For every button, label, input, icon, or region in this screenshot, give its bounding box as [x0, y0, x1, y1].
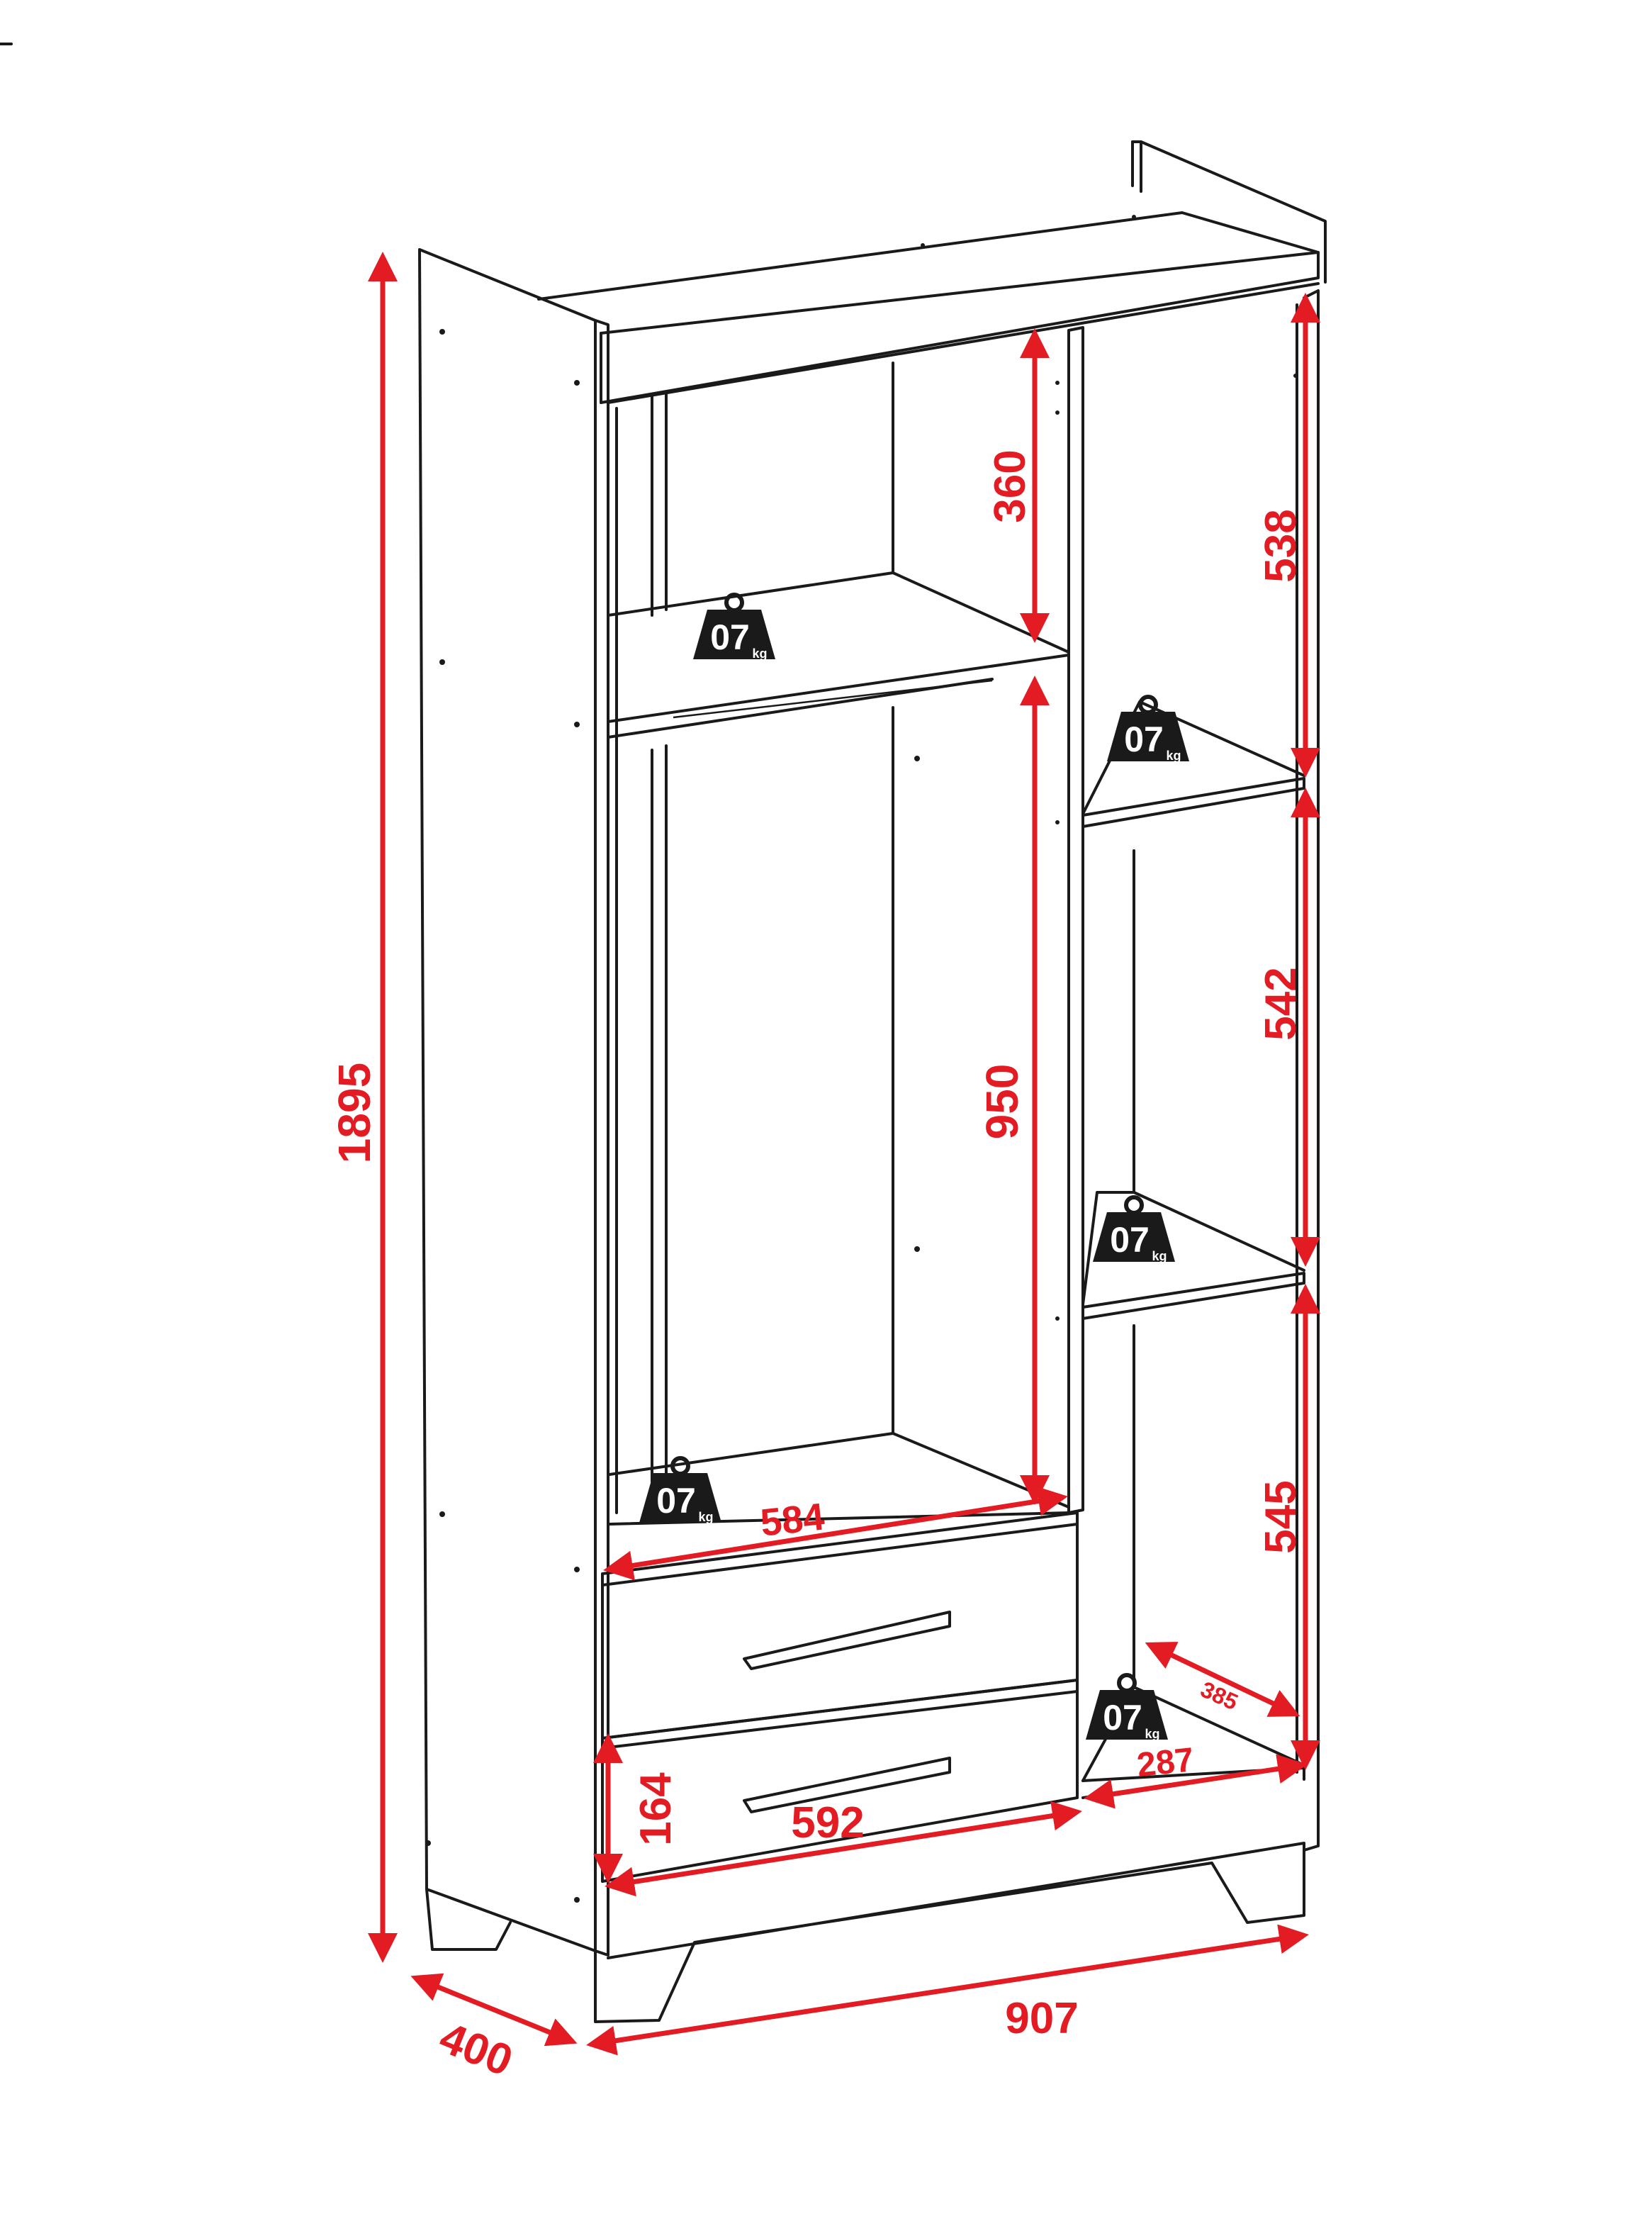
hardware-holes — [425, 215, 1298, 1903]
label-inner-width: 584 — [758, 1496, 826, 1545]
svg-text:kg: kg — [752, 647, 767, 661]
label-drawer-width: 592 — [791, 1798, 864, 1847]
load-badge-right-bottom: 07 kg — [1086, 1675, 1168, 1741]
svg-text:07: 07 — [656, 1481, 696, 1521]
label-right-shelf-depth: 385 — [1197, 1677, 1242, 1716]
label-right-top: 538 — [1257, 509, 1305, 582]
label-right-middle: 542 — [1257, 967, 1305, 1040]
svg-text:kg: kg — [1152, 1249, 1167, 1263]
label-drawer-height: 164 — [631, 1772, 680, 1846]
label-total-height: 1895 — [329, 1063, 380, 1163]
load-badge-top-left: 07 kg — [693, 595, 775, 661]
dim-line-inner-width — [603, 1486, 1068, 1581]
svg-text:07: 07 — [710, 617, 750, 657]
dim-line-depth — [410, 1973, 578, 2047]
dim-line-drawer-width — [605, 1801, 1082, 1897]
svg-text:kg: kg — [698, 1510, 713, 1524]
dim-line-right-shelf-width — [1084, 1754, 1308, 1809]
label-depth: 400 — [433, 2013, 519, 2086]
label-right-shelf-width: 287 — [1135, 1741, 1196, 1784]
svg-text:kg: kg — [1166, 749, 1181, 763]
dim-line-right-shelf-depth — [1145, 1642, 1300, 1717]
dimension-lines: 1895 360 950 538 542 545 584 592 164 287… — [329, 252, 1320, 2086]
label-total-width: 907 — [1005, 1994, 1078, 2043]
svg-text:07: 07 — [1110, 1220, 1150, 1260]
wardrobe-outline — [418, 140, 1327, 2023]
label-top-left: 360 — [986, 449, 1035, 522]
label-right-bottom: 545 — [1257, 1480, 1305, 1553]
load-badge-right-middle: 07 kg — [1093, 1197, 1175, 1263]
load-badge-right-top: 07 kg — [1107, 697, 1189, 763]
dim-line-total-width — [586, 1924, 1309, 2056]
svg-text:kg: kg — [1145, 1727, 1159, 1741]
svg-text:07: 07 — [1103, 1698, 1142, 1737]
label-hanging: 950 — [977, 1064, 1028, 1140]
svg-text:07: 07 — [1124, 720, 1164, 759]
